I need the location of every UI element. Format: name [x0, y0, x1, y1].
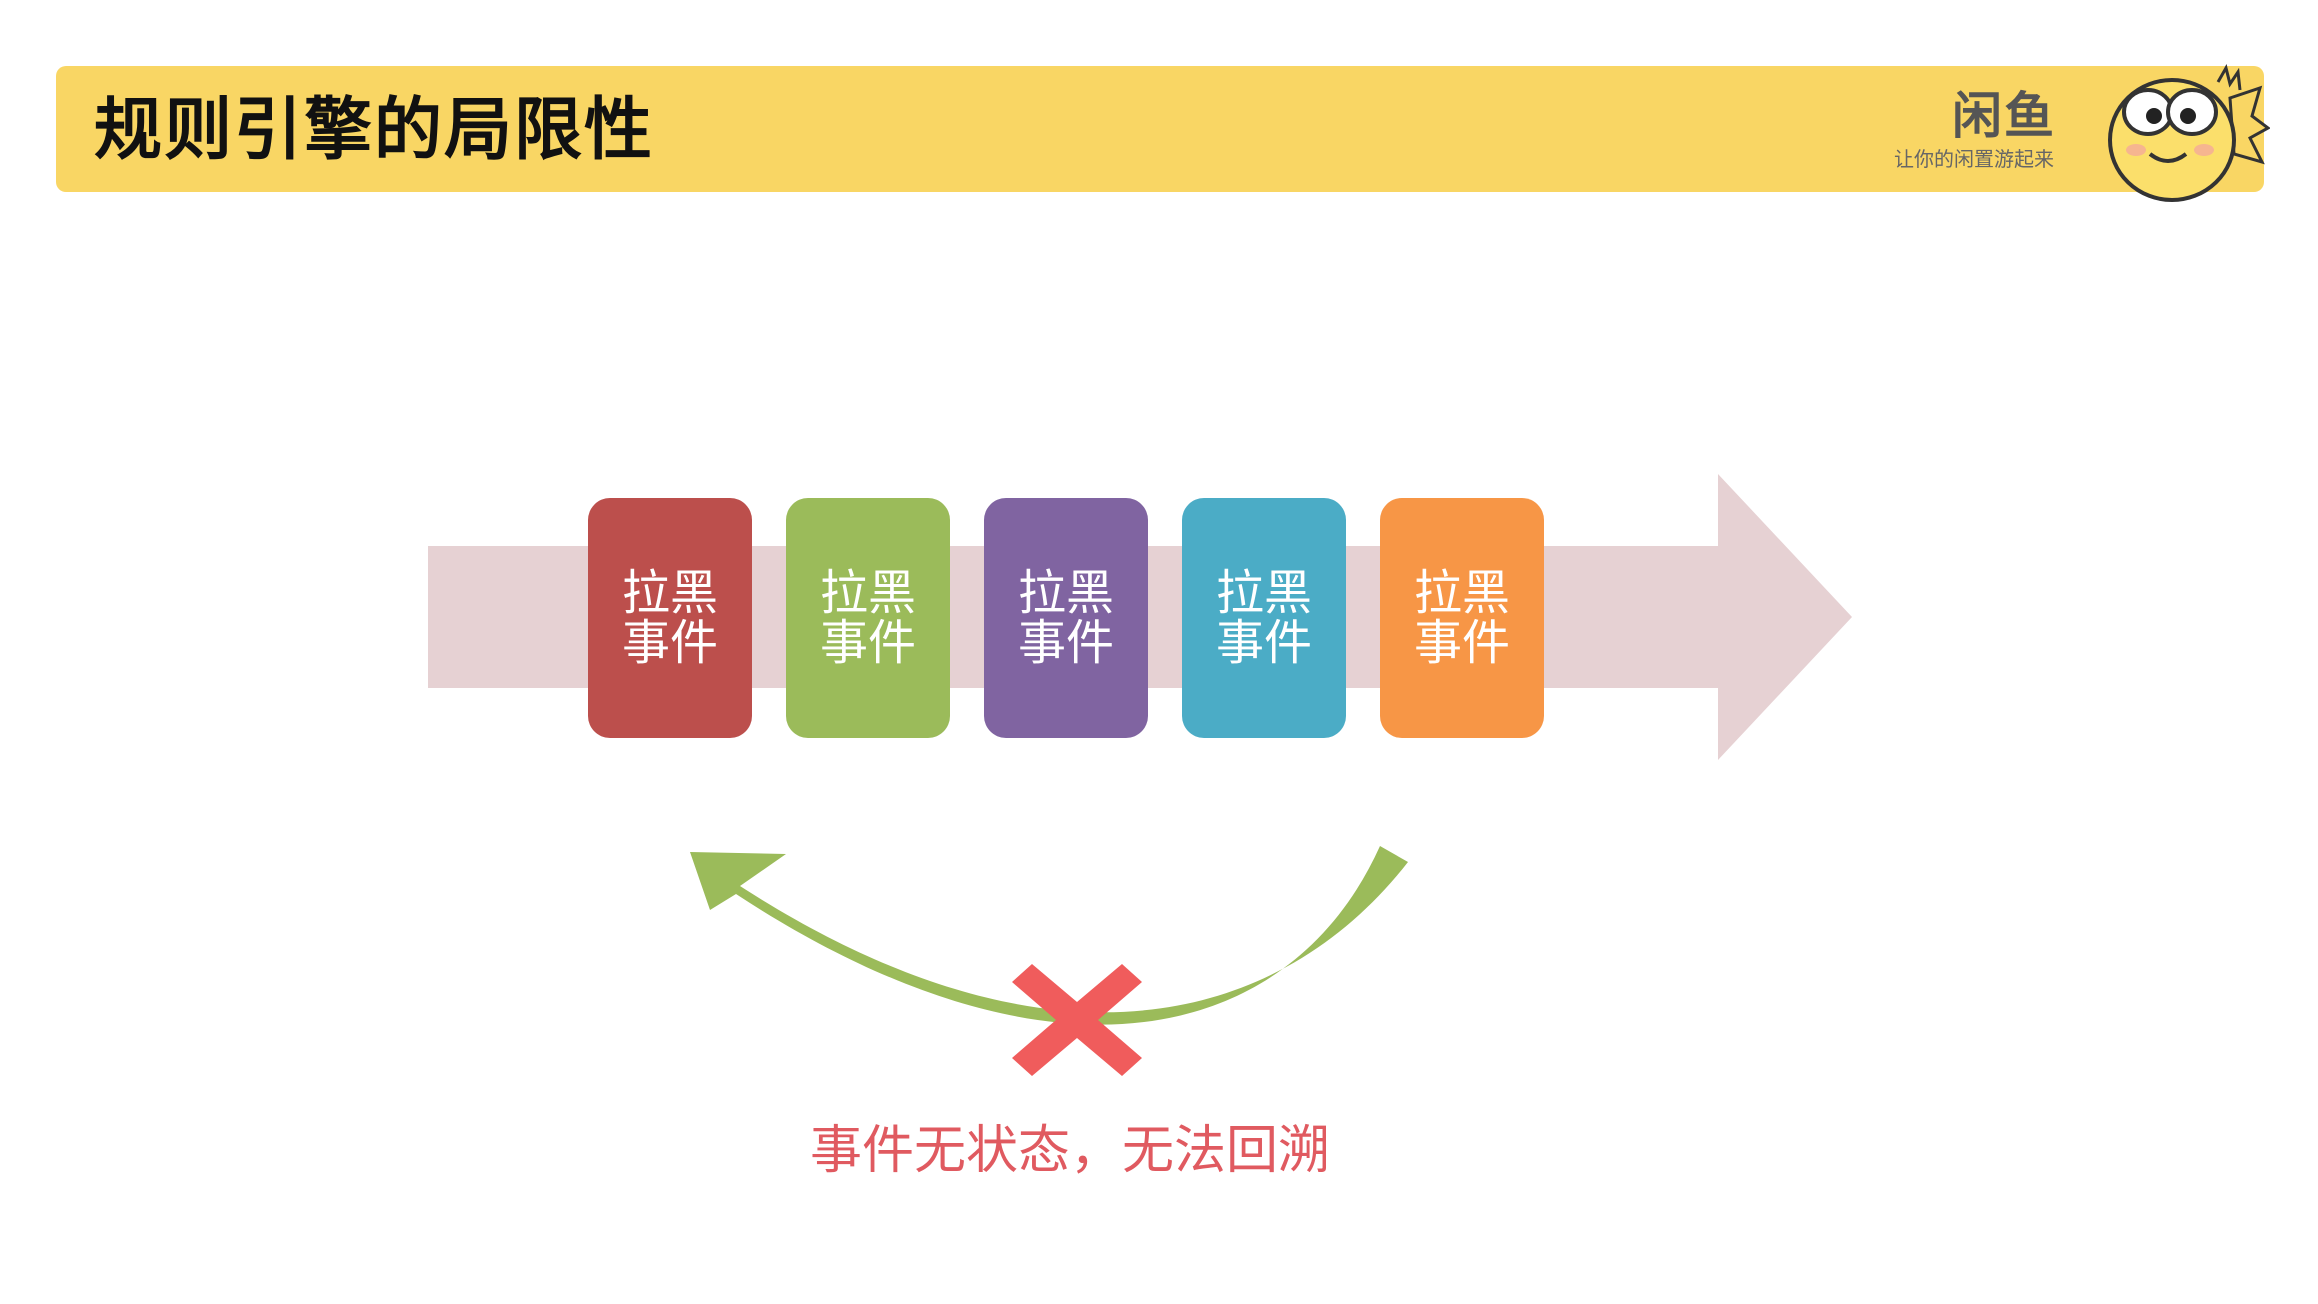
event-card-3: 拉黑事件	[984, 498, 1148, 738]
event-card-label: 拉黑事件	[819, 565, 916, 671]
event-card-label: 拉黑事件	[1215, 565, 1312, 671]
event-card-4: 拉黑事件	[1182, 498, 1346, 738]
caption-text: 事件无状态，无法回溯	[809, 1121, 1330, 1181]
event-card-2: 拉黑事件	[786, 498, 950, 738]
event-card-5: 拉黑事件	[1380, 498, 1544, 738]
header-bar	[56, 66, 2264, 192]
event-card-label: 拉黑事件	[1413, 565, 1510, 671]
cross-mark-icon	[1012, 964, 1142, 1076]
brand-logo-text: 闲鱼	[1952, 87, 2056, 145]
backtrack-loop-arrow	[690, 846, 1408, 1025]
slide-title: 规则引擎的局限性	[94, 91, 655, 170]
event-card-label: 拉黑事件	[621, 565, 718, 671]
fish-mascot-icon	[2108, 64, 2270, 202]
event-card-label: 拉黑事件	[1017, 565, 1114, 671]
brand-slogan: 让你的闲置游起来	[1894, 147, 2054, 171]
event-card-1: 拉黑事件	[588, 498, 752, 738]
